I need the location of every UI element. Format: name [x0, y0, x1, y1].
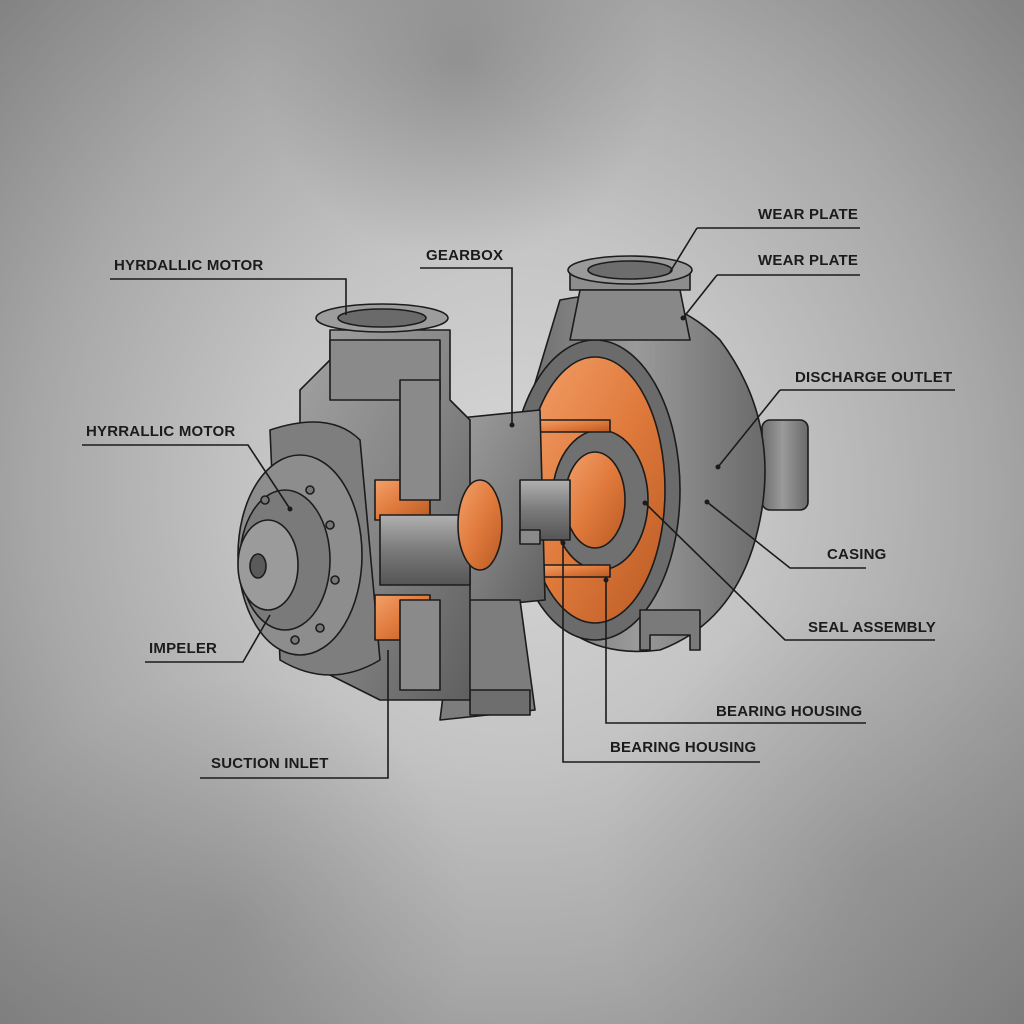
- label-gearbox: GEARBOX: [426, 247, 504, 264]
- label-hyrdallic-motor: HYRDALLIC MOTOR: [114, 257, 264, 274]
- label-bearing-housing-2: BEARING HOUSING: [610, 739, 757, 756]
- label-wear-plate-1: WEAR PLATE: [758, 206, 859, 223]
- label-wear-plate-2: WEAR PLATE: [758, 252, 859, 269]
- left-pump-body: [237, 303, 503, 701]
- volute-casing: [509, 255, 809, 653]
- label-impeler: IMPELER: [149, 640, 218, 657]
- label-casing: CASING: [827, 546, 887, 563]
- leader-lines: [82, 227, 955, 779]
- label-suction-inlet: SUCTION INLET: [211, 755, 329, 772]
- label-hyrrallic-motor: HYRRALLIC MOTOR: [86, 423, 236, 440]
- label-seal-assembly: SEAL ASSEMBLY: [808, 619, 936, 636]
- label-discharge-outlet: DISCHARGE OUTLET: [795, 369, 953, 386]
- label-bearing-housing-1: BEARING HOUSING: [716, 703, 863, 720]
